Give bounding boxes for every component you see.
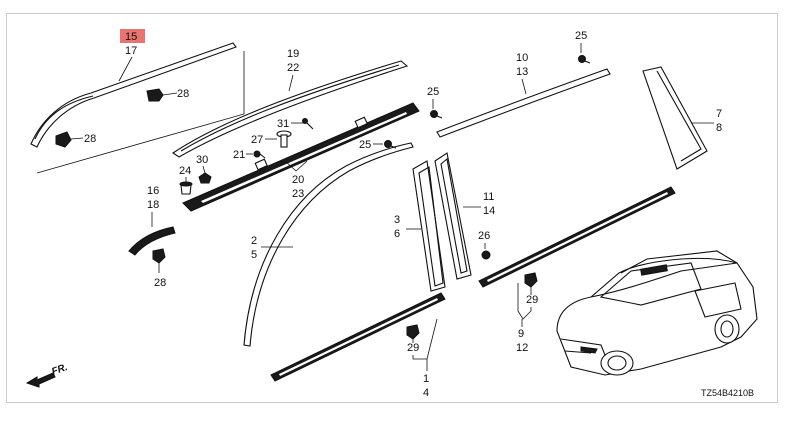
clip-28-garnish[interactable] [152,248,166,264]
roof-molding-group-box [36,51,245,174]
screw-25-c[interactable] [384,140,397,149]
callout-21[interactable]: 21 [233,149,245,161]
callout-5[interactable]: 5 [251,249,257,261]
callout-10[interactable]: 10 [516,52,528,64]
callout-19[interactable]: 19 [287,48,299,60]
part-7-8-quarter-garnish[interactable] [642,66,708,170]
part-10-13-front-molding[interactable] [436,68,611,138]
part-16-18-garnish[interactable] [128,226,176,256]
callout-24[interactable]: 24 [179,165,191,177]
callout-14[interactable]: 14 [483,205,495,217]
callout-28-a[interactable]: 28 [177,88,189,100]
callout-7[interactable]: 7 [716,108,722,120]
callout-28-b[interactable]: 28 [84,133,96,145]
callout-28-c[interactable]: 28 [154,277,166,289]
screw-31[interactable] [302,118,314,130]
callout-29-b[interactable]: 29 [526,294,538,306]
callout-2[interactable]: 2 [251,235,257,247]
screw-25-a[interactable] [578,55,591,64]
part-15-17-roof-molding[interactable] [30,42,237,148]
callout-8[interactable]: 8 [716,122,722,134]
callout-13[interactable]: 13 [516,66,528,78]
callout-26[interactable]: 26 [478,230,490,242]
callout-27[interactable]: 27 [251,134,263,146]
callout-3[interactable]: 3 [394,214,400,226]
callout-23[interactable]: 23 [292,188,304,200]
callout-29-a[interactable]: 29 [407,342,419,354]
clip-27[interactable] [276,130,292,148]
leader-17 [118,56,133,82]
callout-18[interactable]: 18 [147,199,159,211]
callout-30[interactable]: 30 [196,154,208,166]
callout-25-c[interactable]: 25 [359,139,371,151]
nut-30[interactable] [198,172,212,184]
highlight-box-15 [120,29,145,43]
front-direction-arrow-icon [25,372,56,388]
callout-11[interactable]: 11 [483,191,494,203]
clip-28-lower[interactable] [55,131,72,148]
diagram-code: TZ54B4210B [701,388,754,398]
callout-1[interactable]: 1 [423,373,429,385]
exploded-parts-diagram: 15 17 28 28 19 22 20 23 31 27 21 [25,29,758,399]
screw-25-b[interactable] [430,110,443,119]
part-11-14-pillar-garnish[interactable] [434,152,472,280]
callout-17[interactable]: 17 [125,45,137,57]
callout-12[interactable]: 12 [516,342,528,354]
callout-9[interactable]: 9 [518,328,524,340]
part-3-6-pillar-garnish[interactable] [412,160,446,292]
clip-24[interactable] [179,181,193,195]
callout-31[interactable]: 31 [277,118,289,130]
clip-29-rear[interactable] [524,272,538,288]
callout-25-b[interactable]: 25 [427,86,439,98]
callout-6[interactable]: 6 [394,228,400,240]
part-19-22-roof-rail[interactable] [172,60,409,158]
part-20-23-roof-rail-base[interactable] [182,102,420,212]
clip-26[interactable] [481,250,491,260]
callout-25-a[interactable]: 25 [575,30,587,42]
callout-15[interactable]: 15 [125,31,137,43]
clip-28-upper[interactable] [146,88,164,102]
front-indicator-label: FR. [50,362,69,378]
part-2-5-door-molding[interactable] [243,142,414,347]
parts-diagram-frame: 15 17 28 28 19 22 20 23 31 27 21 [6,13,778,403]
part-1-4-sill-molding[interactable] [270,292,446,382]
part-9-12-sill-molding[interactable] [478,186,676,288]
callout-22[interactable]: 22 [287,62,299,74]
screw-21[interactable] [253,150,266,159]
callout-4[interactable]: 4 [423,387,429,399]
clip-29-front[interactable] [406,324,420,340]
callout-20[interactable]: 20 [292,174,304,186]
callout-16[interactable]: 16 [147,185,159,197]
clipped-header-text: ~~~ ~ ~~~ ~~~~ ~~~~~~ ~ ~~~ ~~~~~~~~~~~~… [170,0,433,4]
vehicle-reference-illustration [556,250,758,376]
